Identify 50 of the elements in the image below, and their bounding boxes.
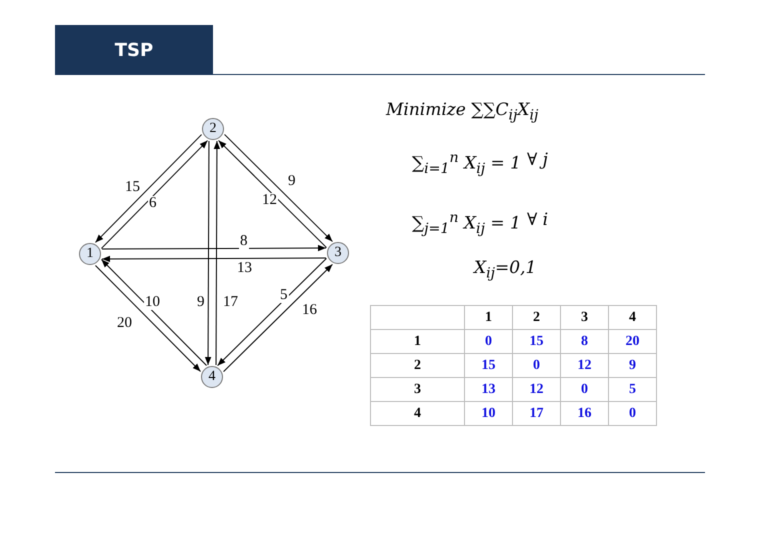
formula: ∀ j xyxy=(527,150,548,170)
table-cell: 17 xyxy=(512,402,560,426)
header-cell: 2 xyxy=(370,354,464,378)
table-cell: 15 xyxy=(512,330,560,354)
header-cell: 1 xyxy=(370,330,464,354)
table-cell: 5 xyxy=(608,378,656,402)
edge-label: 10 xyxy=(144,295,161,310)
edge-label: 8 xyxy=(239,234,248,249)
arrow xyxy=(214,140,220,366)
node-circle: 3 xyxy=(327,242,349,264)
table-cell: 15 xyxy=(464,354,512,378)
edge-label: 5 xyxy=(279,288,288,303)
table-cell: 20 xyxy=(608,330,656,354)
table-cell: 12 xyxy=(560,354,608,378)
header-cell: 3 xyxy=(560,306,608,330)
arrow xyxy=(94,134,202,243)
arrow xyxy=(100,140,208,249)
arrow xyxy=(102,244,326,252)
table-cell: 10 xyxy=(464,402,512,426)
table-cell: 0 xyxy=(608,402,656,426)
arrow xyxy=(94,265,202,372)
header-cell: 4 xyxy=(370,402,464,426)
arrow xyxy=(102,256,326,262)
table-cell: 0 xyxy=(512,354,560,378)
slide-title: TSP xyxy=(55,25,213,75)
arrow xyxy=(223,264,333,372)
table-cell: 9 xyxy=(608,354,656,378)
header-cell: 1 xyxy=(464,306,512,330)
formula: X$_{ij}$=0,1 xyxy=(474,258,536,282)
arrow xyxy=(100,259,208,366)
node-circle: 2 xyxy=(202,118,224,140)
formula: ∑$_{j=1}$$^{n}$ X$_{ij}$ = 1 xyxy=(412,210,521,238)
table-cell: 16 xyxy=(560,402,608,426)
table-cell: 8 xyxy=(560,330,608,354)
node-circle: 1 xyxy=(79,243,101,265)
header-cell: 2 xyxy=(512,306,560,330)
table-cell: 13 xyxy=(464,378,512,402)
arrow xyxy=(217,258,327,366)
formula: ∀ i xyxy=(527,210,548,230)
table-cell: 12 xyxy=(512,378,560,402)
table-cell: 0 xyxy=(464,330,512,354)
header-cell: 3 xyxy=(370,378,464,402)
arrow xyxy=(204,140,212,366)
arrow xyxy=(218,140,327,248)
formula: ∑$_{i=1}$$^{n}$ X$_{ij}$ = 1 xyxy=(412,150,521,178)
node-circle: 4 xyxy=(201,366,223,388)
arrow xyxy=(224,134,333,242)
header-cell: 4 xyxy=(608,306,656,330)
table-cell: 0 xyxy=(560,378,608,402)
formula: Minimize ∑∑C$_{ij}$X$_{ij}$ xyxy=(386,100,538,124)
